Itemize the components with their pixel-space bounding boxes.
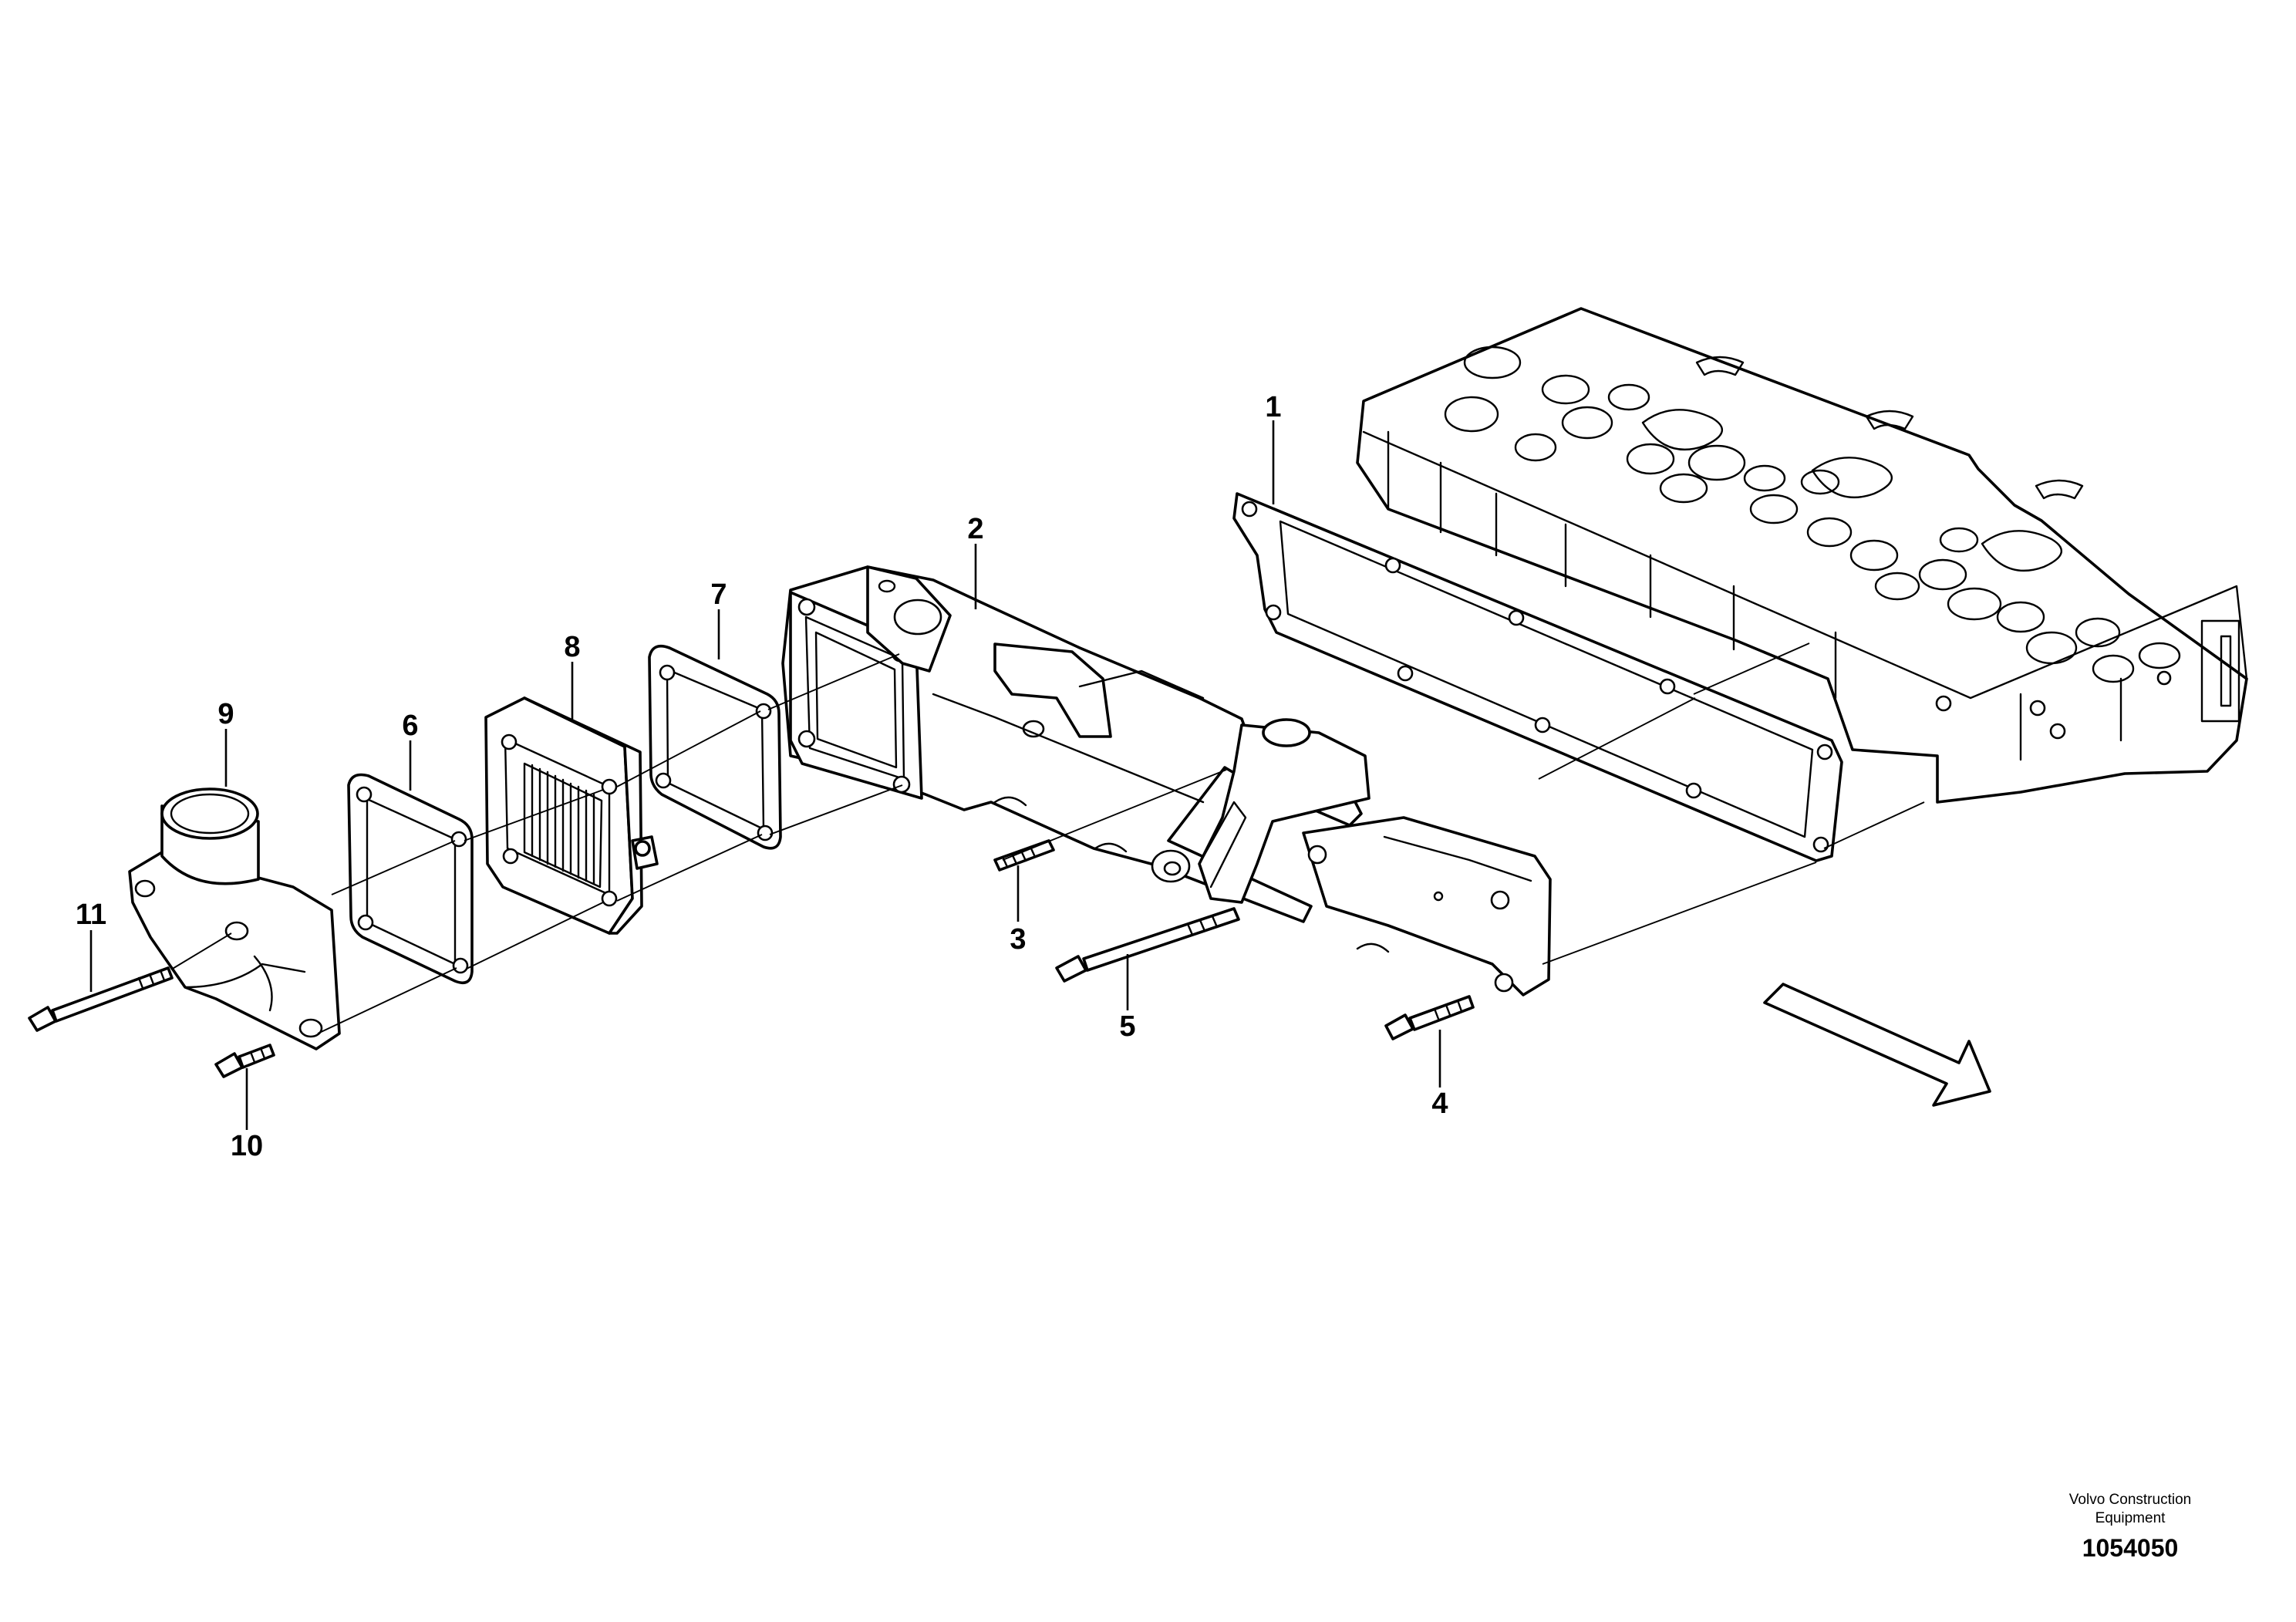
assembly-lines [170, 642, 1925, 1034]
bolt-4 [1384, 995, 1475, 1040]
callout-10: 10 [231, 1130, 263, 1162]
direction-arrow-icon [1763, 983, 1991, 1107]
callout-3: 3 [1010, 923, 1026, 956]
bolt-11 [28, 966, 174, 1032]
bolt-5 [1055, 907, 1240, 983]
company-name-line1: Volvo Construction [2069, 1492, 2191, 1508]
callout-11: 11 [76, 899, 106, 931]
callout-2: 2 [967, 513, 983, 545]
company-name-line2: Equipment [2095, 1510, 2166, 1526]
cylinder-head [1356, 307, 2248, 804]
callout-6: 6 [402, 710, 418, 742]
gasket-7 [648, 644, 782, 850]
footer-credit: Volvo Construction Equipment 1054050 [2069, 1492, 2191, 1562]
charge-air-cooler [484, 696, 659, 935]
callout-7: 7 [710, 578, 727, 611]
leader-lines [89, 420, 1441, 1130]
gasket-6 [347, 773, 474, 985]
callout-5: 5 [1119, 1010, 1135, 1043]
bolt-10 [214, 1044, 275, 1078]
stud-3 [993, 839, 1055, 872]
callout-9: 9 [217, 698, 234, 730]
callout-1: 1 [1265, 391, 1281, 423]
manifold-gasket [1232, 492, 1843, 862]
inlet-elbow [128, 787, 341, 1050]
callout-labels: 1 2 3 4 5 6 7 8 9 10 11 [76, 391, 1448, 1162]
callout-4: 4 [1431, 1088, 1448, 1120]
intake-manifold [781, 565, 1552, 996]
callout-8: 8 [564, 631, 580, 663]
figure-number: 1054050 [2082, 1534, 2179, 1562]
